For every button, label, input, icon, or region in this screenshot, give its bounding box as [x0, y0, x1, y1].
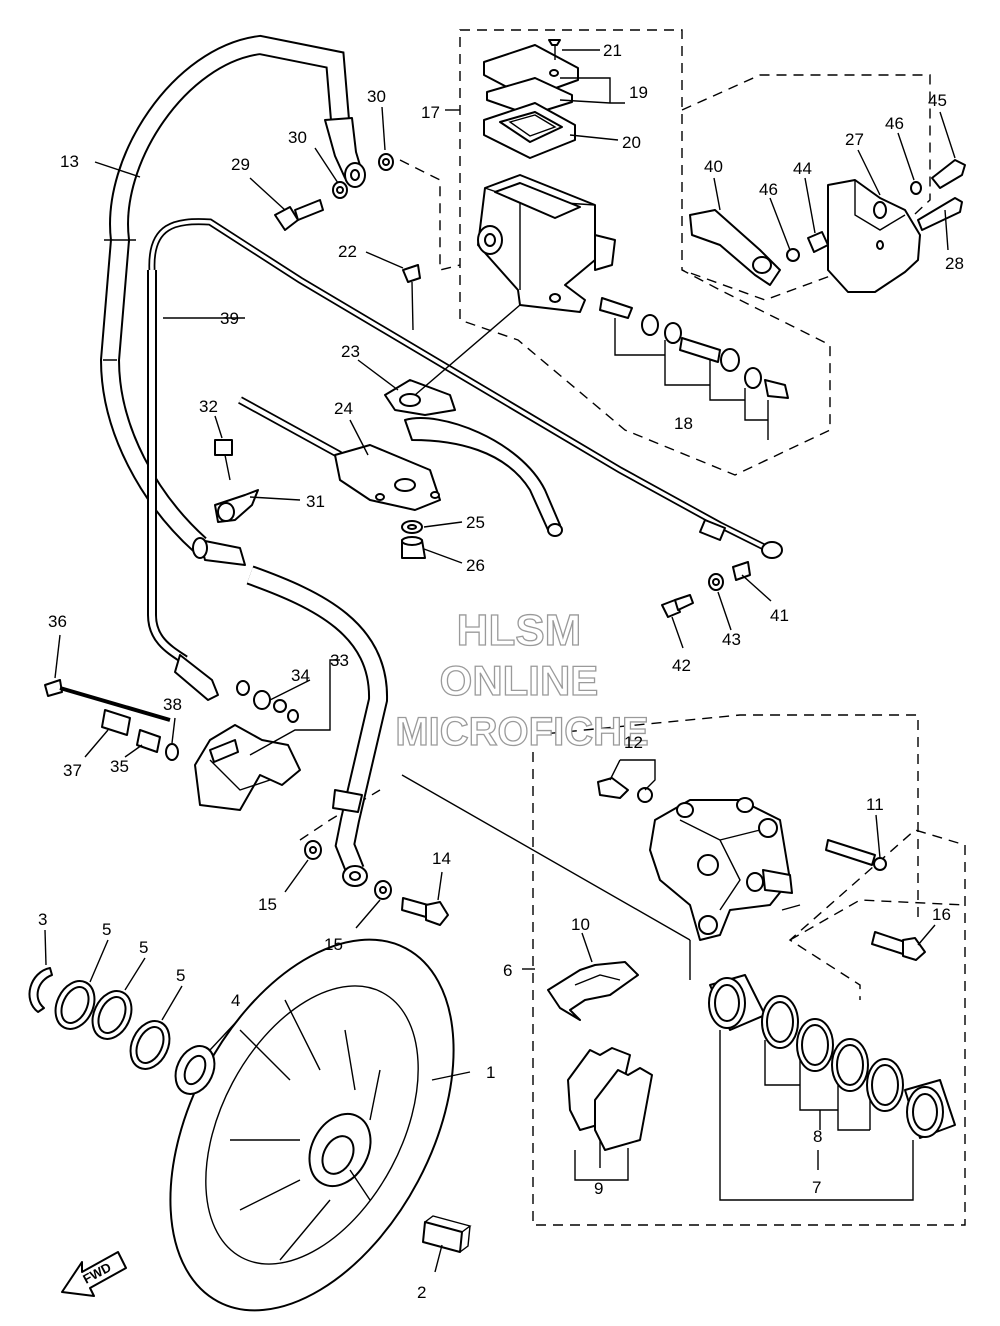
callout-23: 23 [341, 342, 360, 361]
callout-28: 28 [945, 254, 964, 273]
brake-hose-13 [99, 34, 366, 553]
small-parts-41-42-43 [661, 561, 751, 618]
callout-14: 14 [432, 849, 451, 868]
callout-30a: 30 [288, 128, 307, 147]
callout-30b: 30 [367, 87, 386, 106]
callout-41: 41 [770, 606, 789, 625]
callout-37: 37 [63, 761, 82, 780]
callout-13: 13 [60, 152, 79, 171]
callout-17: 17 [421, 103, 440, 122]
caliper-assembly-6 [597, 777, 926, 961]
holder-24 [238, 396, 441, 511]
brake-lever-group-27-28-40-44-46 [689, 159, 966, 293]
callout-24: 24 [334, 399, 353, 418]
callout-39: 39 [220, 309, 239, 328]
callout-35: 35 [110, 757, 129, 776]
callout-34: 34 [291, 666, 310, 685]
caliper-bracket-33 [44, 679, 301, 811]
watermark-line-2: ONLINE [440, 657, 599, 704]
circlip-3-seals-5-4 [28, 967, 216, 1095]
callout-18: 18 [674, 414, 693, 433]
leader-lines [44, 49, 956, 1273]
watermark-line-3: MICROFICHE [395, 710, 648, 754]
pistons-7-seals-8 [708, 974, 956, 1139]
banjo-bolt-29-washers-30 [274, 153, 394, 231]
callout-1: 1 [486, 1063, 495, 1082]
callout-11: 11 [866, 795, 884, 814]
callout-42: 42 [672, 656, 691, 675]
callout-32: 32 [199, 397, 218, 416]
fwd-arrow-icon: FWD [61, 1251, 127, 1297]
piston-kit-18 [599, 297, 789, 440]
master-cylinder-body-17 [477, 174, 616, 313]
callout-36: 36 [48, 612, 67, 631]
callout-44: 44 [793, 159, 812, 178]
callout-5c: 5 [176, 966, 185, 985]
brake-disc-1 [169, 938, 472, 1312]
callout-9: 9 [594, 1179, 603, 1198]
callout-6: 6 [503, 961, 512, 980]
callout-5a: 5 [102, 920, 111, 939]
brake-hose-lower [192, 537, 389, 887]
callout-22: 22 [338, 242, 357, 261]
callout-25: 25 [466, 513, 485, 532]
callout-5b: 5 [139, 938, 148, 957]
dashed-group-outlines [299, 29, 966, 1226]
watermark-line-1: HLSM [457, 606, 582, 655]
callout-43: 43 [722, 630, 741, 649]
callout-21: 21 [603, 41, 622, 60]
callout-33: 33 [330, 651, 349, 670]
callout-29: 29 [231, 155, 250, 174]
callout-8: 8 [813, 1127, 822, 1146]
callout-labels: 1 2 3 4 5 5 5 6 7 8 9 10 11 12 13 14 15 … [38, 41, 964, 1302]
pad-spring-10-pads-9 [547, 961, 653, 1151]
callout-3: 3 [38, 910, 47, 929]
watermark: HLSM ONLINE MICROFICHE [395, 605, 650, 754]
callout-20: 20 [622, 133, 641, 152]
callout-40: 40 [704, 157, 723, 176]
callout-15b: 15 [324, 935, 343, 954]
callout-12: 12 [624, 733, 643, 752]
callout-4: 4 [231, 991, 240, 1010]
clamp-31-bolt-32 [214, 439, 259, 523]
callout-46b: 46 [759, 180, 778, 199]
lever-23 [384, 264, 563, 537]
nut-washer-25-26 [401, 520, 426, 559]
bolt-14-washers-15 [304, 840, 449, 926]
callout-45: 45 [928, 91, 947, 110]
callout-16: 16 [932, 905, 951, 924]
callout-31: 31 [306, 492, 325, 511]
callout-2: 2 [417, 1283, 426, 1302]
callout-27: 27 [845, 130, 864, 149]
cable-39 [147, 218, 783, 701]
callout-10: 10 [571, 915, 590, 934]
callout-19: 19 [629, 83, 648, 102]
callout-7: 7 [812, 1178, 821, 1197]
callout-46a: 46 [885, 114, 904, 133]
callout-38: 38 [163, 695, 182, 714]
callout-15a: 15 [258, 895, 277, 914]
reservoir-cap-19-20-21 [483, 39, 579, 159]
callout-26: 26 [466, 556, 485, 575]
